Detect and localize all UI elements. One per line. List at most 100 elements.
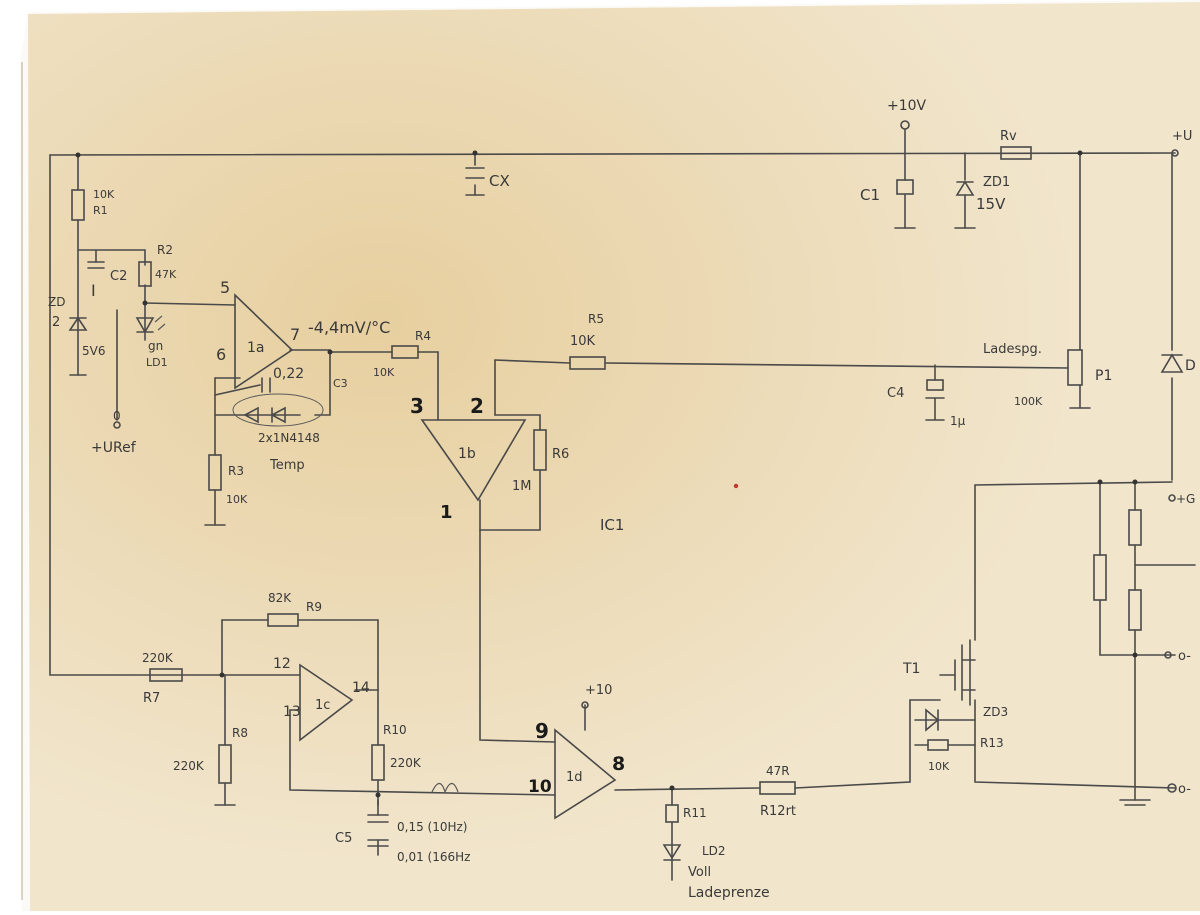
label-r13: R13 bbox=[980, 736, 1004, 750]
opamp-1b bbox=[420, 419, 527, 502]
label-r9: R9 bbox=[306, 600, 322, 614]
capacitor-c3 bbox=[261, 377, 271, 393]
resistor-r4 bbox=[391, 345, 419, 359]
label-tempco: -4,4mV/°C bbox=[308, 318, 390, 337]
label-ld1: LD1 bbox=[146, 356, 168, 369]
label-ladespg: Ladespg. bbox=[983, 342, 1042, 357]
label-r6-value: 1M bbox=[512, 479, 532, 494]
label-zd3: ZD3 bbox=[983, 705, 1008, 719]
capacitor-cx bbox=[465, 167, 485, 196]
resistor-r1 bbox=[71, 189, 85, 221]
resistor-r11 bbox=[665, 804, 679, 823]
label-pin5: 5 bbox=[220, 278, 230, 297]
label-ic1: IC1 bbox=[600, 516, 624, 534]
label-r6: R6 bbox=[552, 447, 569, 462]
label-r1: R1 bbox=[93, 204, 108, 217]
wires bbox=[49, 129, 1196, 881]
label-opamp-1c: 1c bbox=[315, 698, 330, 713]
resistor-r12 bbox=[759, 781, 796, 795]
label-pin12: 12 bbox=[273, 656, 291, 672]
opamps bbox=[234, 293, 617, 820]
label-zd1-value: 15V bbox=[976, 195, 1006, 213]
label-d: D bbox=[1185, 358, 1196, 374]
terminals bbox=[69, 120, 1179, 806]
label-voll: Voll bbox=[688, 865, 711, 880]
transistor-t1 bbox=[939, 644, 976, 701]
capacitor-c2 bbox=[87, 261, 105, 269]
label-pin13: 13 bbox=[283, 704, 301, 720]
capacitor-c4 bbox=[926, 379, 944, 391]
label-pin10: 10 bbox=[528, 777, 552, 797]
label-cx: CX bbox=[489, 172, 510, 190]
capacitor-c5 bbox=[367, 814, 389, 847]
label-p1-value: 100K bbox=[1014, 395, 1043, 408]
label-r5-value: 10K bbox=[570, 334, 596, 349]
label-c1: C1 bbox=[860, 186, 880, 204]
label-r1-value: 10K bbox=[93, 188, 115, 201]
label-r5: R5 bbox=[588, 312, 604, 326]
label-r10-value: 220K bbox=[390, 756, 422, 770]
label-c4: C4 bbox=[887, 386, 904, 401]
diodes-temp-sensor bbox=[243, 406, 301, 424]
label-rv: Rv bbox=[1000, 129, 1017, 144]
label-t1: T1 bbox=[902, 661, 920, 677]
label-r7-value: 220K bbox=[142, 651, 174, 665]
paper-sheet bbox=[28, 2, 1200, 911]
label-pin8: 8 bbox=[612, 753, 625, 775]
label-opamp-1b: 1b bbox=[458, 446, 476, 462]
resistor-r2 bbox=[138, 261, 152, 287]
label-ld2: LD2 bbox=[702, 844, 726, 858]
label-pin14: 14 bbox=[352, 680, 370, 696]
label-r11: R11 bbox=[683, 806, 707, 820]
label-r10: R10 bbox=[383, 723, 407, 737]
resistor-r9 bbox=[267, 613, 299, 627]
label-r7: R7 bbox=[143, 691, 160, 706]
label-pin2: 2 bbox=[470, 394, 484, 418]
resistor-r8 bbox=[218, 744, 232, 784]
zener-zd1 bbox=[955, 180, 975, 196]
label-r12: R12rt bbox=[760, 804, 796, 819]
label-r13-value: 10K bbox=[928, 760, 950, 773]
label-zd1: ZD1 bbox=[983, 175, 1010, 190]
label-r8-value: 220K bbox=[173, 759, 205, 773]
label-pin3: 3 bbox=[410, 394, 424, 418]
labels: 10K R1 R2 47K C2 I ZD 2 5V6 gn LD1 5 6 7… bbox=[48, 98, 1196, 901]
label-r4: R4 bbox=[415, 329, 431, 343]
label-r12-value: 47R bbox=[766, 764, 790, 778]
label-pin9: 9 bbox=[535, 719, 549, 743]
label-out-minus-1: o- bbox=[1178, 649, 1191, 664]
diodes bbox=[68, 180, 1184, 861]
label-c5-value-b: 0,01 (166Hz bbox=[397, 850, 470, 864]
label-ladegrenze: Ladeprenze bbox=[688, 885, 770, 901]
label-zd-2: 2 bbox=[52, 315, 60, 330]
label-p1: P1 bbox=[1095, 368, 1112, 384]
label-plus10: +10 bbox=[585, 683, 612, 698]
zener-zd2 bbox=[68, 316, 88, 331]
resistor-r6 bbox=[533, 429, 547, 471]
label-plus-g: +G bbox=[1176, 492, 1195, 506]
label-r2-value: 47K bbox=[155, 268, 177, 281]
resistors bbox=[71, 146, 1142, 823]
label-c2-i: I bbox=[91, 281, 96, 300]
opamp-1c bbox=[299, 663, 354, 742]
label-out-minus-2: o- bbox=[1178, 782, 1191, 797]
label-r4-value: 10K bbox=[373, 366, 395, 379]
label-r3-value: 10K bbox=[226, 493, 248, 506]
label-r8: R8 bbox=[232, 726, 248, 740]
label-pin1: 1 bbox=[440, 502, 453, 523]
resistor-r10 bbox=[371, 744, 385, 781]
label-r9-value: 82K bbox=[268, 591, 292, 605]
resistor-r7 bbox=[149, 668, 183, 682]
label-uref-terminal: 0 bbox=[113, 409, 121, 423]
led-ld1 bbox=[135, 317, 155, 334]
opamp-1d bbox=[554, 728, 617, 820]
label-plus10v: +10V bbox=[887, 98, 927, 114]
label-c3-value: 0,22 bbox=[273, 366, 304, 382]
label-r2: R2 bbox=[157, 243, 173, 257]
label-ld1-color: gn bbox=[148, 339, 163, 353]
resistor-r13 bbox=[927, 739, 949, 751]
label-c5-value-a: 0,15 (10Hz) bbox=[397, 820, 468, 834]
red-dot-mark bbox=[733, 483, 739, 489]
